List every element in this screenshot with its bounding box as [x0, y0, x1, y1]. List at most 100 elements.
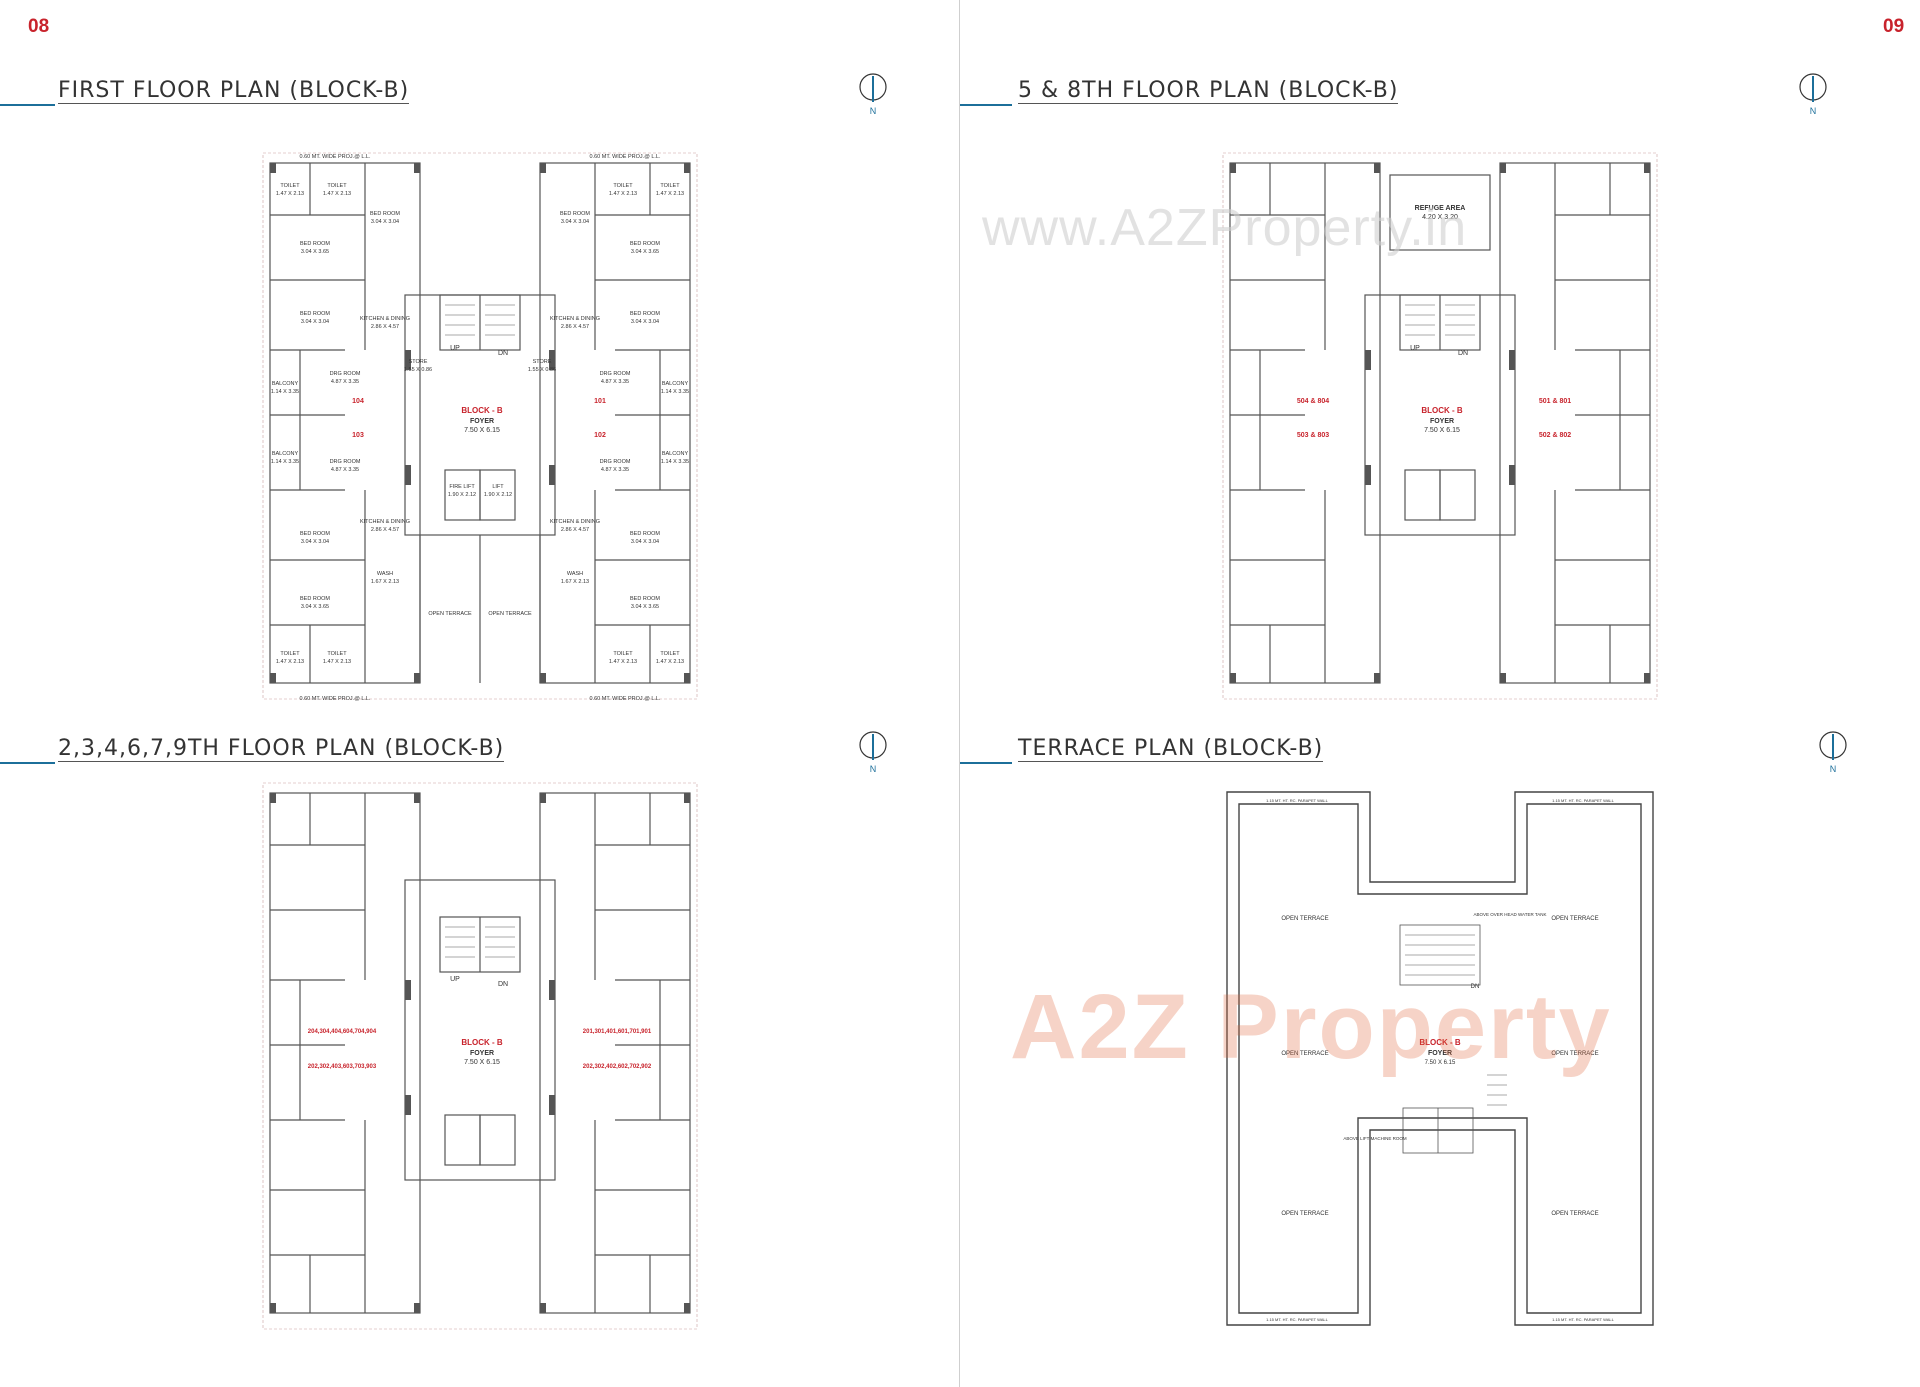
room-dim: 4.87 X 3.35 — [331, 379, 359, 385]
parapet-label: 1.15 MT. HT. RC. PARAPET WALL — [1552, 1317, 1614, 1322]
room-label: KITCHEN & DINING — [550, 316, 600, 322]
plan-title-first-floor: FIRST FLOOR PLAN (BLOCK-B) — [58, 78, 410, 104]
room-label: STORE — [533, 359, 552, 365]
plan-title-typical-floor: 2,3,4,6,7,9TH FLOOR PLAN (BLOCK-B) — [58, 736, 505, 762]
stair-down-label: DN — [498, 350, 508, 357]
projection-label: 0.60 MT. WIDE PROJ.@ L.L. — [590, 154, 661, 160]
room-label: KITCHEN & DINING — [550, 519, 600, 525]
room-dim: 1.90 X 2.12 — [484, 492, 512, 498]
open-terrace-label: OPEN TERRACE — [1281, 1211, 1328, 1217]
room-dim: 2.86 X 4.57 — [561, 324, 589, 330]
flat-number: 101 — [594, 398, 606, 405]
flat-number: 501 & 801 — [1539, 398, 1571, 405]
room-dim: 3.04 X 3.04 — [631, 539, 659, 545]
foyer-label: FOYER — [1430, 418, 1454, 425]
room-dim: 1.47 X 2.13 — [609, 659, 637, 665]
room-label: KITCHEN & DINING — [360, 519, 410, 525]
room-label: DRG ROOM — [600, 459, 631, 465]
north-compass-icon: N — [1819, 731, 1847, 774]
room-label: TOILET — [327, 183, 347, 189]
floor-plan-typical: UP DN BLOCK - B FOYER 7.50 X 6.15 204,30… — [255, 775, 705, 1335]
accent-line — [960, 762, 1012, 764]
room-label: WASH — [377, 571, 393, 577]
room-dim: 1.67 X 2.13 — [561, 579, 589, 585]
projection-label: 0.60 MT. WIDE PROJ.@ L.L. — [590, 696, 661, 702]
parapet-label: 1.15 MT. HT. RC. PARAPET WALL — [1266, 798, 1328, 803]
watermark-logo: A2Z Property — [1010, 976, 1612, 1078]
block-label: BLOCK - B — [1421, 406, 1463, 415]
room-label: FIRE LIFT — [449, 484, 475, 490]
room-dim: 1.47 X 2.13 — [276, 659, 304, 665]
room-dim: 3.04 X 3.04 — [631, 319, 659, 325]
room-label: TOILET — [660, 183, 680, 189]
room-label: TOILET — [660, 651, 680, 657]
room-dim: 1.47 X 2.13 — [276, 191, 304, 197]
room-dim: 4.87 X 3.35 — [601, 379, 629, 385]
stair-up-label: UP — [1410, 345, 1420, 352]
room-label: BED ROOM — [300, 311, 330, 317]
room-dim: 1.14 X 3.35 — [271, 459, 299, 465]
open-terrace-label: OPEN TERRACE — [1551, 1051, 1598, 1057]
foyer-dim: 7.50 X 6.15 — [464, 427, 500, 434]
plan-title-terrace: TERRACE PLAN (BLOCK-B) — [1018, 736, 1324, 762]
projection-label: 0.60 MT. WIDE PROJ.@ L.L. — [300, 696, 371, 702]
parapet-label: 1.15 MT. HT. RC. PARAPET WALL — [1266, 1317, 1328, 1322]
stair-down-label: DN — [498, 981, 508, 988]
compass-label: N — [870, 106, 877, 116]
room-label: BED ROOM — [300, 596, 330, 602]
room-dim: 1.90 X 2.12 — [448, 492, 476, 498]
ohwt-label: ABOVE OVER HEAD WATER TANK — [1473, 912, 1546, 917]
flat-number: 202,302,402,602,702,902 — [583, 1064, 652, 1070]
compass-label: N — [870, 764, 877, 774]
machine-room-label: ABOVE LIFT MACHINE ROOM — [1343, 1136, 1406, 1141]
room-label: TOILET — [613, 183, 633, 189]
room-dim: 3.04 X 3.04 — [301, 539, 329, 545]
flat-number: 104 — [352, 398, 364, 405]
open-terrace-label: OPEN TERRACE — [1281, 916, 1328, 922]
room-label: STORE — [409, 359, 428, 365]
room-dim: 2.86 X 4.57 — [371, 527, 399, 533]
room-dim: 1.67 X 2.13 — [371, 579, 399, 585]
block-label: BLOCK - B — [461, 1038, 503, 1047]
room-dim: 1.47 X 2.13 — [323, 191, 351, 197]
block-label: BLOCK - B — [1419, 1038, 1461, 1047]
room-dim: 1.47 X 2.13 — [609, 191, 637, 197]
room-label: BALCONY — [272, 451, 299, 457]
room-dim: 1.14 X 3.35 — [661, 459, 689, 465]
room-label: BED ROOM — [300, 241, 330, 247]
refuge-area-dim: 4.20 X 3.20 — [1422, 214, 1458, 221]
room-dim: 4.87 X 3.35 — [601, 467, 629, 473]
parapet-label: 1.15 MT. HT. RC. PARAPET WALL — [1552, 798, 1614, 803]
terrace-label: OPEN TERRACE — [428, 611, 472, 617]
room-dim: 1.14 X 3.35 — [271, 389, 299, 395]
room-label: BED ROOM — [630, 596, 660, 602]
flat-number: 204,304,404,604,704,904 — [308, 1029, 377, 1035]
flat-number: 502 & 802 — [1539, 432, 1571, 439]
room-dim: 3.04 X 3.65 — [301, 604, 329, 610]
north-compass-icon: N — [859, 73, 887, 116]
room-label: BED ROOM — [560, 211, 590, 217]
room-label: DRG ROOM — [330, 459, 361, 465]
projection-label: 0.60 MT. WIDE PROJ.@ L.L. — [300, 154, 371, 160]
room-label: BALCONY — [662, 381, 689, 387]
open-terrace-label: OPEN TERRACE — [1551, 1211, 1598, 1217]
room-dim: 2.86 X 4.57 — [561, 527, 589, 533]
room-label: DRG ROOM — [330, 371, 361, 377]
room-label: LIFT — [492, 484, 504, 490]
room-dim: 3.04 X 3.65 — [301, 249, 329, 255]
stair-up-label: UP — [450, 345, 460, 352]
refuge-area-label: REFUGE AREA — [1415, 205, 1466, 212]
page-number-right: 09 — [1883, 16, 1905, 37]
accent-line — [960, 104, 1012, 106]
room-dim: 3.04 X 3.04 — [561, 219, 589, 225]
watermark-url: www.A2ZProperty.in — [982, 199, 1468, 257]
north-compass-icon: N — [859, 731, 887, 774]
room-dim: 3.04 X 3.04 — [371, 219, 399, 225]
terrace-label: OPEN TERRACE — [488, 611, 532, 617]
north-compass-icon: N — [1799, 73, 1827, 116]
room-label: BED ROOM — [370, 211, 400, 217]
compass-label: N — [1810, 106, 1817, 116]
foyer-label: FOYER — [470, 418, 494, 425]
floor-plan-first: TOILET 1.47 X 2.13 TOILET 1.47 X 2.13 BE… — [255, 145, 705, 705]
foyer-dim: 7.50 X 6.15 — [1425, 1060, 1456, 1066]
